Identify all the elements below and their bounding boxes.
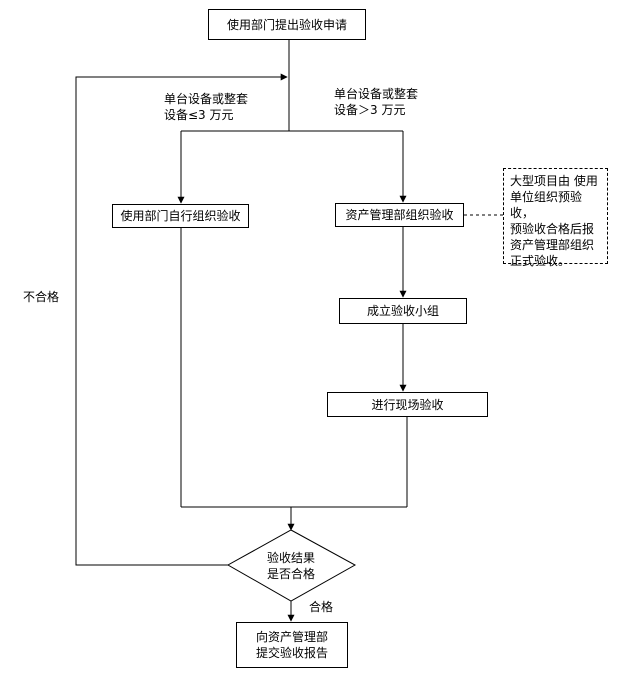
- left-branch-line2: 设备≤3 万元: [164, 108, 234, 122]
- left-branch-label: 单台设备或整套 设备≤3 万元: [164, 91, 248, 123]
- note-line5: 正式验收。: [510, 254, 571, 268]
- onsite-text: 进行现场验收: [371, 397, 444, 412]
- decision-line2: 是否合格: [266, 567, 315, 581]
- arrow-fail-loop: [75, 73, 288, 566]
- asset-accept-text: 资产管理部组织验收: [345, 208, 454, 222]
- note-line2: 单位组织预验收，: [510, 190, 583, 220]
- left-branch-line1: 单台设备或整套: [164, 92, 249, 106]
- form-group-box: 成立验收小组: [339, 298, 467, 324]
- note-line1: 大型项目由 使用: [510, 174, 598, 188]
- self-accept-text: 使用部门自行组织验收: [120, 209, 241, 223]
- asset-accept-box: 资产管理部组织验收: [335, 203, 464, 227]
- right-branch-line2: 设备＞3 万元: [334, 103, 406, 117]
- report-line2: 提交验收报告: [255, 646, 328, 660]
- pass-label: 合格: [309, 600, 334, 614]
- form-group-text: 成立验收小组: [366, 304, 439, 318]
- note-line4: 资产管理部组织: [510, 238, 595, 252]
- decision-text: 验收结果 是否合格: [255, 550, 327, 582]
- apply-text: 使用部门提出验收申请: [226, 17, 347, 32]
- large-project-note: 大型项目由 使用 单位组织预验收， 预验收合格后报 资产管理部组织 正式验收。: [503, 168, 608, 268]
- report-box: 向资产管理部 提交验收报告: [236, 622, 348, 668]
- fail-label: 不合格: [23, 290, 60, 304]
- right-branch-line1: 单台设备或整套: [334, 87, 419, 101]
- decision-diamond: [226, 529, 357, 602]
- decision-line1: 验收结果: [266, 551, 315, 565]
- onsite-box: 进行现场验收: [327, 392, 488, 417]
- note-line3: 预验收合格后报: [510, 222, 595, 236]
- right-branch-label: 单台设备或整套 设备＞3 万元: [334, 86, 418, 118]
- apply-box: 使用部门提出验收申请: [208, 9, 366, 40]
- report-line1: 向资产管理部: [255, 630, 328, 644]
- self-accept-box: 使用部门自行组织验收: [112, 204, 249, 228]
